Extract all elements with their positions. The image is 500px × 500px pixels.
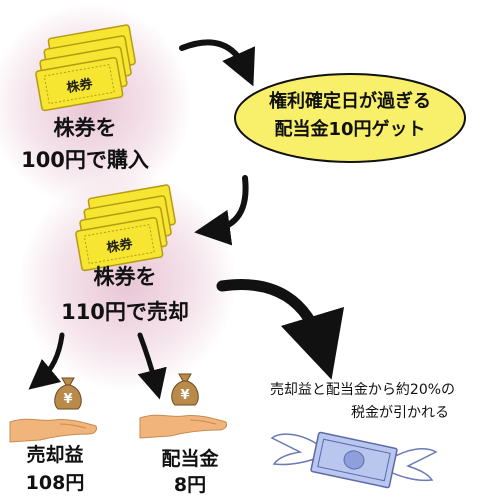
yen-symbol: ¥ xyxy=(180,388,189,403)
buy-step-line1: 株券を xyxy=(53,116,117,140)
stock-certificates-icon: 株券 xyxy=(35,24,136,112)
record-date-line1: 権利確定日が過ぎる xyxy=(269,91,431,112)
flying-banknote-icon xyxy=(270,431,438,489)
dividend-line1: 配当金 xyxy=(161,448,219,470)
sell-step-line1: 株券を xyxy=(93,265,157,289)
buy-step-line2: 100円で購入 xyxy=(21,148,149,172)
yen-symbol: ¥ xyxy=(63,392,72,407)
ticket-label: 株券 xyxy=(65,76,94,96)
money-bag-icon: ¥ xyxy=(54,377,82,410)
open-hand-icon xyxy=(139,414,227,439)
record-date-ellipse xyxy=(234,73,466,163)
record-date-line2: 配当金10円ゲット xyxy=(274,119,426,140)
tax-note-line1: 売却益と配当金から約20%の xyxy=(269,382,456,398)
open-hand-icon xyxy=(9,418,97,443)
dividend-line2: 8円 xyxy=(173,474,207,496)
ticket-label: 株券 xyxy=(105,236,134,256)
sell-step-line2: 110円で売却 xyxy=(61,300,189,324)
stock-certificates-icon: 株券 xyxy=(75,184,176,272)
money-bag-icon: ¥ xyxy=(171,373,199,406)
gain-line1: 売却益 xyxy=(26,444,84,466)
tax-note-line2: 税金が引かれる xyxy=(351,405,449,421)
gain-line2: 108円 xyxy=(25,472,85,494)
